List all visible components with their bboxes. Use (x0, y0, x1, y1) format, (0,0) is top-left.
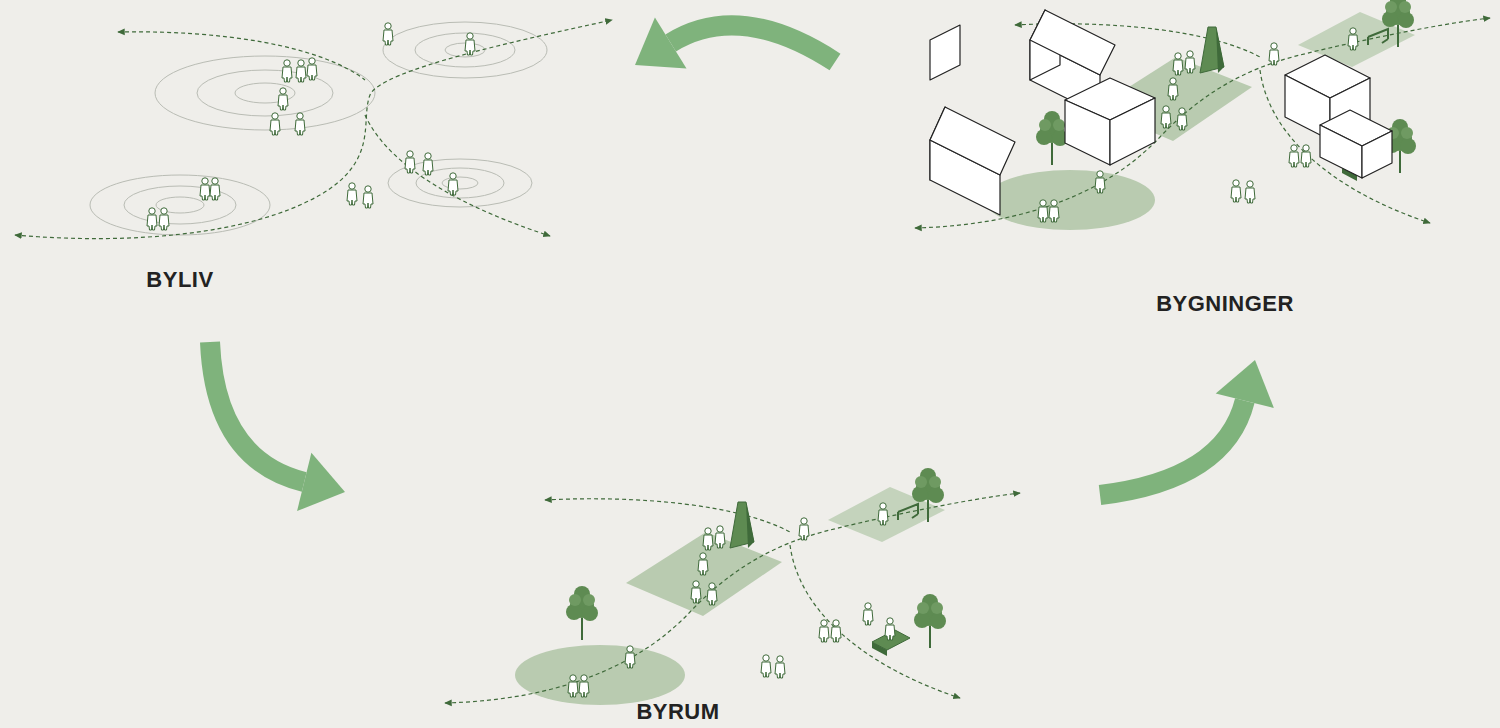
arrow-shaft (210, 342, 304, 482)
cycle-arrow (210, 342, 345, 511)
arrow-head (635, 17, 687, 68)
arrow-head (1216, 360, 1274, 408)
stage-group: BYLIV (10, 10, 635, 342)
stage-label: BYGNINGER (1156, 292, 1294, 316)
cycle-arrow (1100, 360, 1274, 495)
arrow-shaft (671, 25, 835, 62)
arrow-shaft (1100, 401, 1245, 495)
stage-label: BYLIV (146, 268, 213, 292)
cycle-arrow (635, 17, 835, 68)
stage-group: BYGNINGER (835, 15, 1460, 360)
arrow-head (297, 453, 345, 511)
stage-group: BYRUM (345, 450, 1100, 728)
stage-label: BYRUM (636, 700, 719, 724)
